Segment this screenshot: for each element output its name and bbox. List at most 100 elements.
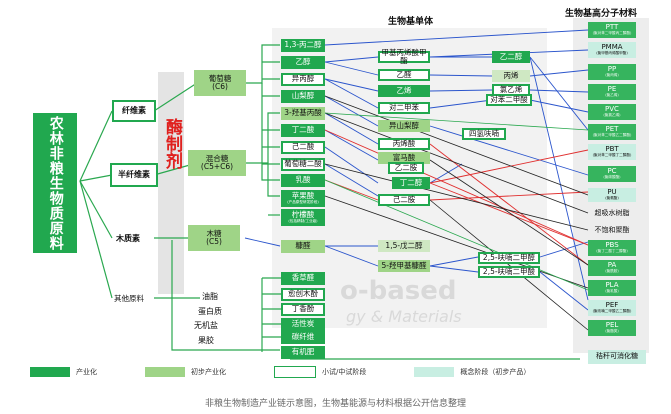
monomer-4-label: 山梨醇 xyxy=(291,91,315,101)
polymer-pa: PA(聚酰胺) xyxy=(588,260,636,276)
legend-item: 小试/中试阶段 xyxy=(274,366,366,378)
monomer-b-4: 对二甲苯 xyxy=(378,102,430,114)
monomer-13-label: 香草醛 xyxy=(291,273,315,283)
monomer-16: 活性炭 xyxy=(281,318,325,331)
polymer-pbs-sub: (聚丁二酸丁二醇酯) xyxy=(596,249,628,254)
legend-label: 产业化 xyxy=(76,368,97,376)
monomer-b-12: 5-羟甲基糠醛 xyxy=(378,260,430,272)
monomer-6: 丁二酸 xyxy=(281,124,325,137)
polymer-pef: PEF(聚呋喃二甲酸乙二醇酯) xyxy=(588,300,636,316)
monomer-13: 香草醛 xyxy=(281,272,325,285)
polymer-ptt: PTT(聚对苯二甲酸丙二醇酯) xyxy=(588,22,636,38)
watermark-line1: o-based xyxy=(340,276,457,306)
source-biomass-box: 农林非粮生物质原料 xyxy=(33,113,77,253)
polymer-pp: PP(聚丙烯) xyxy=(588,64,636,80)
polymer-ptt-sub: (聚对苯二甲酸丙二醇酯) xyxy=(592,31,632,36)
monomer-6-label: 丁二酸 xyxy=(291,125,315,135)
polymer-不饱和聚酯-label: 不饱和聚酯 xyxy=(594,226,630,235)
polymer-pbt: PBT(聚对苯二甲酸丁二醇酯) xyxy=(588,144,636,160)
monomer-11-sub: (包括精制/工业级) xyxy=(288,218,318,223)
monomer-7-label: 己二酸 xyxy=(291,142,315,152)
monomer-4: 山梨醇 xyxy=(281,90,325,103)
monomer-5: 3-羟基丙酸 xyxy=(281,107,325,120)
cellulose-box: 纤维素 xyxy=(112,100,156,122)
monomer-12-label: 糠醛 xyxy=(295,241,311,251)
watermark-line2: gy & Materials xyxy=(346,307,462,326)
enzyme-text: 酶制剂 xyxy=(162,118,182,169)
watermark: o-based gy & Materials xyxy=(340,278,462,330)
polymer-pe-label: PE xyxy=(607,84,617,93)
polymer-pvc-label: PVC xyxy=(605,104,619,113)
polymer-pmma-label: PMMA xyxy=(601,42,623,51)
polymer-pp-label: PP xyxy=(607,64,617,73)
monomer-b-1-label: 甲基丙烯酸甲酯 xyxy=(381,47,427,65)
glucose-box: 葡萄糖 (C6) xyxy=(194,70,246,96)
monomer-3: 异丙醇 xyxy=(281,73,325,86)
enzyme-zone xyxy=(158,72,184,294)
monomer-14-label: 愈创木酚 xyxy=(288,289,318,299)
polymer-pbt-sub: (聚对苯二甲酸丁二醇酯) xyxy=(592,153,632,158)
monomer-c-6: 2,5-呋喃二甲醇 xyxy=(478,252,540,264)
monomer-b-8-label: 乙二胺 xyxy=(394,162,418,172)
monomer-17-label: 碳纤维 xyxy=(291,332,315,342)
monomer-b-11: 1,5-戊二醇 xyxy=(378,240,430,252)
polymer-pvc-sub: (聚氯乙烯) xyxy=(603,113,621,118)
polymer-pbs-label: PBS xyxy=(605,240,619,249)
monomer-c-5: 四氢呋喃 xyxy=(462,128,506,140)
monomer-c-1: 乙二醇 xyxy=(492,51,530,63)
monomer-b-1: 甲基丙烯酸甲酯 xyxy=(378,47,430,65)
legend: 产业化初步产业化小试/中试阶段概念阶段（初步产品） xyxy=(30,365,650,379)
monomer-b-7-label: 富马酸 xyxy=(392,152,416,162)
polymer-pe: PE(聚乙烯) xyxy=(588,84,636,100)
polymer-ptt-label: PTT xyxy=(605,22,619,31)
enzyme-label: 酶制剂 xyxy=(162,118,182,174)
polymer-pa-sub: (聚酰胺) xyxy=(605,269,619,274)
monomer-9: 乳酸 xyxy=(281,174,325,187)
polymer-pla-sub: (聚乳酸) xyxy=(605,289,619,294)
monomer-17: 碳纤维 xyxy=(281,331,325,344)
monomer-b-10: 己二胺 xyxy=(378,194,430,206)
monomer-b-2-label: 乙醛 xyxy=(396,69,412,79)
monomer-c-4: 对苯二甲酸 xyxy=(486,94,532,106)
mixed-sugar-box: 混合糖 (C5+C6) xyxy=(188,150,246,176)
legend-label: 小试/中试阶段 xyxy=(322,368,367,376)
polymer-pla-label: PLA xyxy=(605,280,619,289)
caption: 非粮生物制造产业链示意图，生物基能源与材料根据公开信息整理 xyxy=(204,399,466,409)
polymer-秸秆可消化糖-label: 秸秆可消化糖 xyxy=(596,352,638,361)
legend-label: 初步产业化 xyxy=(191,368,226,376)
monomer-b-6: 丙烯酸 xyxy=(378,138,430,150)
monomer-2-label: 乙醇 xyxy=(295,57,311,67)
other-item: 蛋白质 xyxy=(198,306,222,316)
monomer-b-2: 乙醛 xyxy=(378,69,430,81)
polymer-pel: PEL(聚酯类) xyxy=(588,320,636,336)
monomer-c-6-label: 2,5-呋喃二甲醇 xyxy=(482,252,536,262)
polymer-pu-sub: (聚氨酯) xyxy=(605,196,619,201)
polymer-pet-label: PET xyxy=(605,124,619,133)
other-items-list: 油脂 蛋白质 无机盐 果胶 xyxy=(194,290,234,348)
monomer-2: 乙醇 xyxy=(281,56,325,69)
polymer-pef-sub: (聚呋喃二甲酸乙二醇酯) xyxy=(592,309,632,314)
lignin-label: 木质素 xyxy=(116,234,140,243)
monomer-b-7: 富马酸 xyxy=(378,152,430,164)
polymer-pa-label: PA xyxy=(607,260,617,269)
monomer-8: 葡萄糖二酸 xyxy=(281,158,325,171)
monomer-c-4-label: 对苯二甲酸 xyxy=(490,94,528,104)
other-item: 果胶 xyxy=(198,335,214,345)
monomer-1: 1,3-丙二醇 xyxy=(281,39,325,52)
polymer-超吸水树脂: 超吸水树脂 xyxy=(588,207,636,221)
polymer-pmma-sub: (聚甲基丙烯酸甲酯) xyxy=(596,51,628,56)
polymer-pef-label: PEF xyxy=(605,300,619,309)
monomer-18: 有机肥 xyxy=(281,346,325,359)
monomer-7: 己二酸 xyxy=(281,141,325,154)
monomer-15-label: 丁香酚 xyxy=(291,304,315,314)
polymer-pla: PLA(聚乳酸) xyxy=(588,280,636,296)
monomer-8-label: 葡萄糖二酸 xyxy=(284,159,322,169)
monomer-b-9-label: 丁二醇 xyxy=(399,177,423,187)
other-raw-label: 其他原料 xyxy=(114,294,144,303)
monomer-b-4-label: 对二甲苯 xyxy=(389,102,419,112)
bio-monomer-header: 生物基单体 xyxy=(388,17,434,27)
monomer-10-sub: (产品原型研发阶段) xyxy=(287,199,319,204)
monomer-1-label: 1,3-丙二醇 xyxy=(284,40,322,50)
monomer-14: 愈创木酚 xyxy=(281,288,325,301)
monomer-c-1-label: 乙二醇 xyxy=(499,51,523,61)
